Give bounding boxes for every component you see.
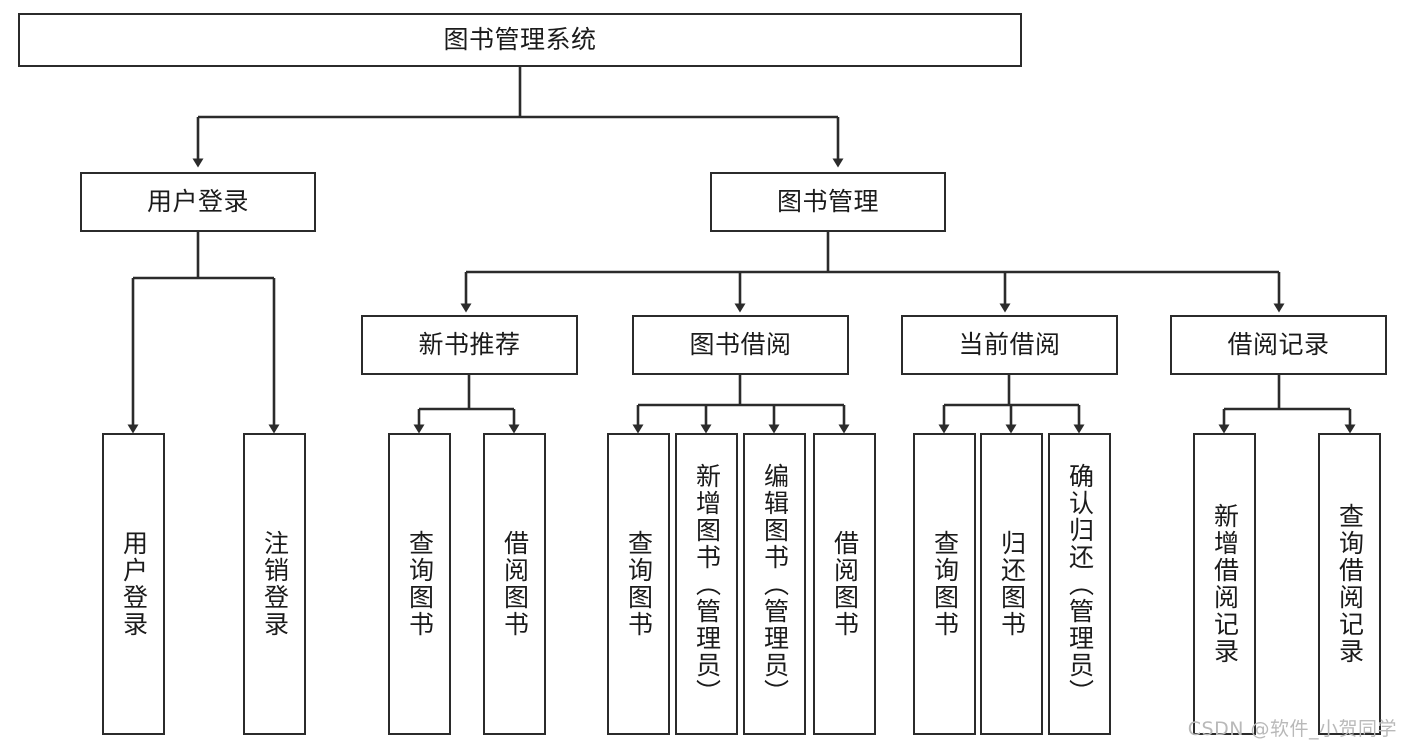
node-leaf-add-borrow-record[interactable]: 新增借阅记录 [1193, 433, 1256, 735]
node-root-system[interactable]: 图书管理系统 [18, 13, 1022, 67]
node-leaf-add-book-admin-label: 新增图书（管理员） [692, 462, 722, 706]
node-leaf-confirm-return-admin-label: 确认归还（管理员） [1065, 462, 1095, 706]
node-current-borrow-label: 当前借阅 [958, 329, 1061, 359]
node-leaf-confirm-return-admin[interactable]: 确认归还（管理员） [1048, 433, 1111, 735]
node-leaf-return-book-label: 归还图书 [997, 530, 1027, 638]
node-leaf-edit-book-admin[interactable]: 编辑图书（管理员） [743, 433, 806, 735]
node-user-login[interactable]: 用户登录 [80, 172, 316, 232]
node-book-manage-label: 图书管理 [776, 186, 879, 216]
node-leaf-query-book-3[interactable]: 查询图书 [913, 433, 976, 735]
node-new-book-recommend[interactable]: 新书推荐 [361, 315, 578, 375]
node-leaf-query-book-1-label: 查询图书 [405, 530, 435, 638]
node-leaf-logout-login-label: 注销登录 [260, 530, 290, 638]
node-book-borrow-label: 图书借阅 [689, 329, 792, 359]
node-root-system-label: 图书管理系统 [443, 24, 597, 54]
node-book-manage[interactable]: 图书管理 [710, 172, 946, 232]
csdn-watermark: CSDN @软件_小贺同学 [1187, 718, 1397, 740]
node-leaf-query-borrow-record-label: 查询借阅记录 [1335, 503, 1365, 665]
node-leaf-user-login-label: 用户登录 [119, 530, 149, 638]
node-leaf-logout-login[interactable]: 注销登录 [243, 433, 306, 735]
node-current-borrow[interactable]: 当前借阅 [901, 315, 1118, 375]
node-leaf-query-book-3-label: 查询图书 [930, 530, 960, 638]
node-borrow-record[interactable]: 借阅记录 [1170, 315, 1387, 375]
node-leaf-borrow-book-2-label: 借阅图书 [830, 530, 860, 638]
node-leaf-query-borrow-record[interactable]: 查询借阅记录 [1318, 433, 1381, 735]
node-leaf-query-book-2-label: 查询图书 [624, 530, 654, 638]
node-leaf-add-borrow-record-label: 新增借阅记录 [1210, 503, 1240, 665]
node-new-book-recommend-label: 新书推荐 [418, 329, 521, 359]
node-leaf-edit-book-admin-label: 编辑图书（管理员） [760, 462, 790, 706]
node-leaf-borrow-book-2[interactable]: 借阅图书 [813, 433, 876, 735]
node-leaf-borrow-book-1[interactable]: 借阅图书 [483, 433, 546, 735]
node-leaf-borrow-book-1-label: 借阅图书 [500, 530, 530, 638]
node-leaf-return-book[interactable]: 归还图书 [980, 433, 1043, 735]
node-book-borrow[interactable]: 图书借阅 [632, 315, 849, 375]
node-leaf-query-book-1[interactable]: 查询图书 [388, 433, 451, 735]
node-borrow-record-label: 借阅记录 [1227, 329, 1330, 359]
node-leaf-query-book-2[interactable]: 查询图书 [607, 433, 670, 735]
node-leaf-add-book-admin[interactable]: 新增图书（管理员） [675, 433, 738, 735]
node-user-login-label: 用户登录 [146, 186, 249, 216]
node-leaf-user-login[interactable]: 用户登录 [102, 433, 165, 735]
